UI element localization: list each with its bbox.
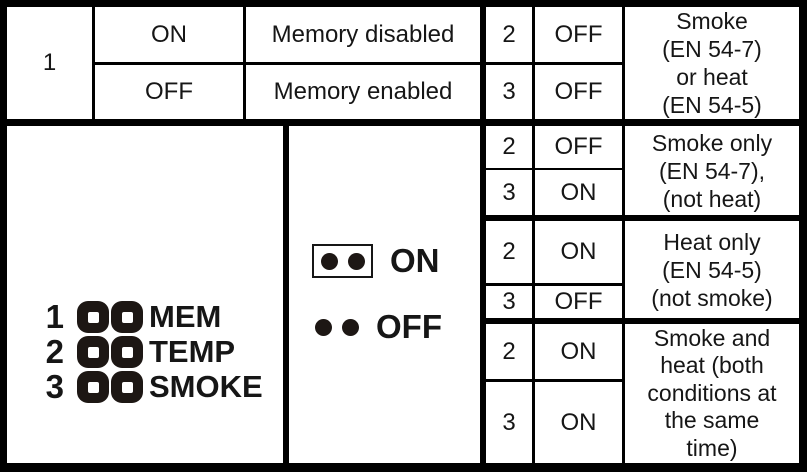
mode2-row0-switch: 2 [502,238,516,265]
jumper-row-number: 3 [45,368,64,405]
pin-dot-icon [315,318,332,336]
pin-icon [111,301,143,333]
divider-line [486,62,622,65]
pin-icon [77,371,109,403]
memory-on-description: Memory disabled [271,20,455,48]
mode1-row1-switch: 3 [502,178,516,206]
mode1-row1-state: ON [560,178,597,206]
jumper-on-icon [312,244,373,278]
mode1-row0-state: OFF [554,133,603,160]
jumper-pin-pair-icon [77,301,143,333]
section-divider-line [0,119,807,126]
divider-line [532,7,535,463]
section-divider-line [480,318,807,324]
pin-dot-icon [347,252,365,270]
mode3-description: Smoke and heat (both conditions at the s… [647,324,777,461]
divider-line [92,62,480,65]
outer-border-top [0,0,807,7]
mode3-row1-switch: 3 [502,408,516,436]
jumper-row-label: SMOKE [149,369,263,404]
mode0-description: Smoke (EN 54-7) or heat (EN 54-5) [662,8,762,118]
pin-hole-icon [87,311,99,323]
divider-line [486,168,622,170]
jumper-row-temp: 2 TEMP [40,333,263,370]
jumper-row-smoke: 3 SMOKE [40,368,263,405]
mode3-row0-switch: 2 [502,337,516,365]
divider-line [486,379,622,382]
section-divider-line [283,119,289,463]
memory-off-state: OFF [145,78,193,105]
divider-line [486,283,622,286]
section-divider-line [480,215,807,221]
mode0-row0-state: OFF [554,20,603,48]
mode2-row0-state: ON [560,238,597,265]
pin-dot-icon [342,318,359,336]
memory-off-description: Memory enabled [273,78,453,105]
pin-dots-icon [320,252,365,270]
divider-line [622,7,625,463]
pin-hole-icon [121,381,133,393]
outer-border-left [0,0,7,472]
jumper-header-diagram: 1 MEM 2 TEMP 3 SMOKE [40,298,263,405]
mode0-row1-state: OFF [554,78,603,105]
jumper-row-mem: 1 MEM [40,298,263,335]
mode0-row1-switch: 3 [502,78,516,105]
jumper-row-label: MEM [149,299,222,334]
legend-on-row: ON [312,242,442,279]
mode1-description: Smoke only (EN 54-7), (not heat) [651,129,773,212]
mode1-row0-switch: 2 [502,133,516,160]
pin-hole-icon [121,346,133,358]
pin-dot-icon [320,252,338,270]
jumper-row-number: 1 [45,298,64,335]
pin-icon [111,336,143,368]
mode3-row1-state: ON [560,408,597,436]
pin-hole-icon [87,381,99,393]
mode3-row0-state: ON [560,337,597,365]
mode2-description: Heat only (EN 54-5) (not smoke) [651,228,773,311]
section-divider-line [480,7,486,463]
pin-hole-icon [121,311,133,323]
jumper-row-number: 2 [45,333,64,370]
legend-off-row: OFF [312,308,442,345]
jumper-off-icon [315,318,359,336]
outer-border-right [799,0,807,472]
pin-icon [77,336,109,368]
legend-on-label: ON [390,242,440,279]
jumper-pin-pair-icon [77,336,143,368]
memory-switch-number: 1 [42,49,57,76]
pin-icon [111,371,143,403]
memory-on-state: ON [151,20,187,48]
jumper-pin-pair-icon [77,371,143,403]
jumper-legend: ON OFF [312,242,442,345]
pin-hole-icon [87,346,99,358]
pin-icon [77,301,109,333]
mode0-row0-switch: 2 [502,20,516,48]
mode2-row1-state: OFF [554,288,603,315]
mode2-row1-switch: 3 [502,288,516,315]
outer-border-bottom [0,463,807,472]
jumper-row-label: TEMP [149,334,236,369]
legend-off-label: OFF [376,308,442,345]
